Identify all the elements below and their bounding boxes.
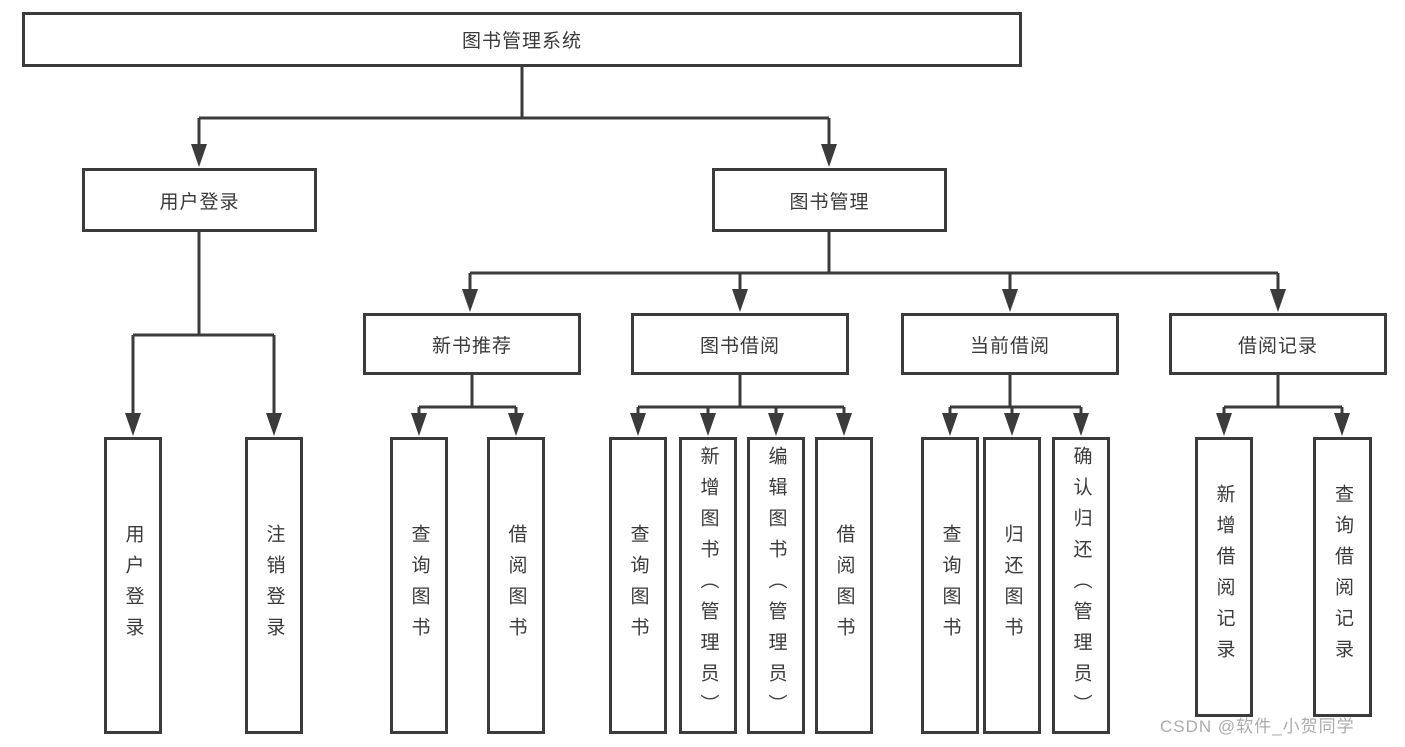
leaf-label: 查询借阅记录 <box>1332 484 1353 670</box>
leaf-edit-books-admin: 编辑图书（管理员） <box>747 437 805 734</box>
leaf-query-books: 查询图书 <box>921 437 979 734</box>
node-current-borrowing: 当前借阅 <box>901 313 1119 375</box>
leaf-label: 用户登录 <box>122 523 144 648</box>
node-label: 图书管理 <box>789 191 870 213</box>
leaf-label: 归还图书 <box>1001 523 1023 648</box>
leaf-add-borrow-record: 新增借阅记录 <box>1195 437 1253 717</box>
node-label: 图书借阅 <box>699 335 780 357</box>
node-label: 图书管理系统 <box>461 31 582 52</box>
node-borrow-records: 借阅记录 <box>1169 313 1387 375</box>
node-system-root: 图书管理系统 <box>22 12 1022 67</box>
node-label: 当前借阅 <box>969 335 1050 357</box>
node-label: 新书推荐 <box>431 335 512 357</box>
node-label: 借阅记录 <box>1237 335 1318 357</box>
tree-edges <box>131 67 1344 415</box>
leaf-user-login: 用户登录 <box>104 437 162 734</box>
leaf-logout: 注销登录 <box>245 437 303 734</box>
leaf-confirm-return-admin: 确认归还（管理员） <box>1052 437 1110 734</box>
leaf-borrow-books: 借阅图书 <box>815 437 873 734</box>
leaf-label: 借阅图书 <box>833 523 855 648</box>
leaf-return-books: 归还图书 <box>983 437 1041 734</box>
leaf-query-books: 查询图书 <box>390 437 448 734</box>
leaf-label: 编辑图书（管理员） <box>765 446 787 725</box>
leaf-label: 新增借阅记录 <box>1213 484 1235 670</box>
leaf-label: 确认归还（管理员） <box>1070 446 1092 725</box>
leaf-query-books: 查询图书 <box>609 437 667 734</box>
leaf-query-borrow-record: 查询借阅记录 <box>1313 437 1372 717</box>
leaf-label: 注销登录 <box>263 523 285 648</box>
node-book-borrowing: 图书借阅 <box>631 313 849 375</box>
node-book-management: 图书管理 <box>712 168 947 232</box>
leaf-label: 查询图书 <box>939 523 961 648</box>
arrowheads <box>125 144 1350 436</box>
node-new-book-recommend: 新书推荐 <box>363 313 581 375</box>
node-user-login: 用户登录 <box>82 168 317 232</box>
leaf-label: 查询图书 <box>408 523 430 648</box>
leaf-add-books-admin: 新增图书（管理员） <box>679 437 737 734</box>
leaf-borrow-books: 借阅图书 <box>487 437 545 734</box>
csdn-watermark: CSDN @软件_小贺同学 <box>1160 717 1355 736</box>
leaf-label: 新增图书（管理员） <box>697 446 719 725</box>
leaf-label: 查询图书 <box>627 523 649 648</box>
leaf-label: 借阅图书 <box>505 523 527 648</box>
node-label: 用户登录 <box>159 191 240 213</box>
